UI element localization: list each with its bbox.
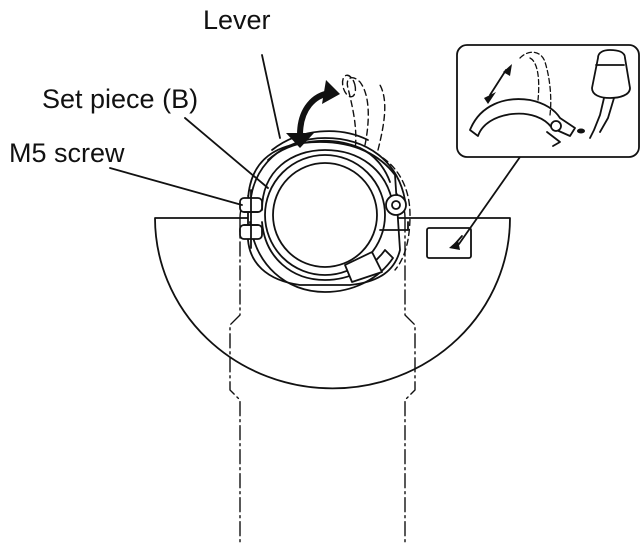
inset-leader bbox=[458, 156, 521, 245]
lever-label: Lever bbox=[203, 5, 271, 35]
set-piece-leader bbox=[184, 117, 269, 189]
inset-lever-dashed bbox=[519, 51, 552, 116]
guard-window bbox=[426, 227, 472, 259]
m5-screw-leader bbox=[109, 167, 243, 206]
inset-set-piece bbox=[469, 98, 576, 147]
wheel-guard bbox=[154, 217, 511, 390]
set-piece-label: Set piece (B) bbox=[42, 84, 199, 114]
inset-double-arrow bbox=[484, 64, 512, 104]
spindle-opening bbox=[264, 154, 386, 276]
lever-leader bbox=[261, 54, 281, 139]
pivot-pin bbox=[385, 194, 407, 216]
clamp-tab bbox=[344, 251, 383, 283]
lever-open-position bbox=[341, 74, 411, 271]
oil-can-icon bbox=[577, 49, 631, 139]
m5-screw-label: M5 screw bbox=[9, 138, 125, 168]
